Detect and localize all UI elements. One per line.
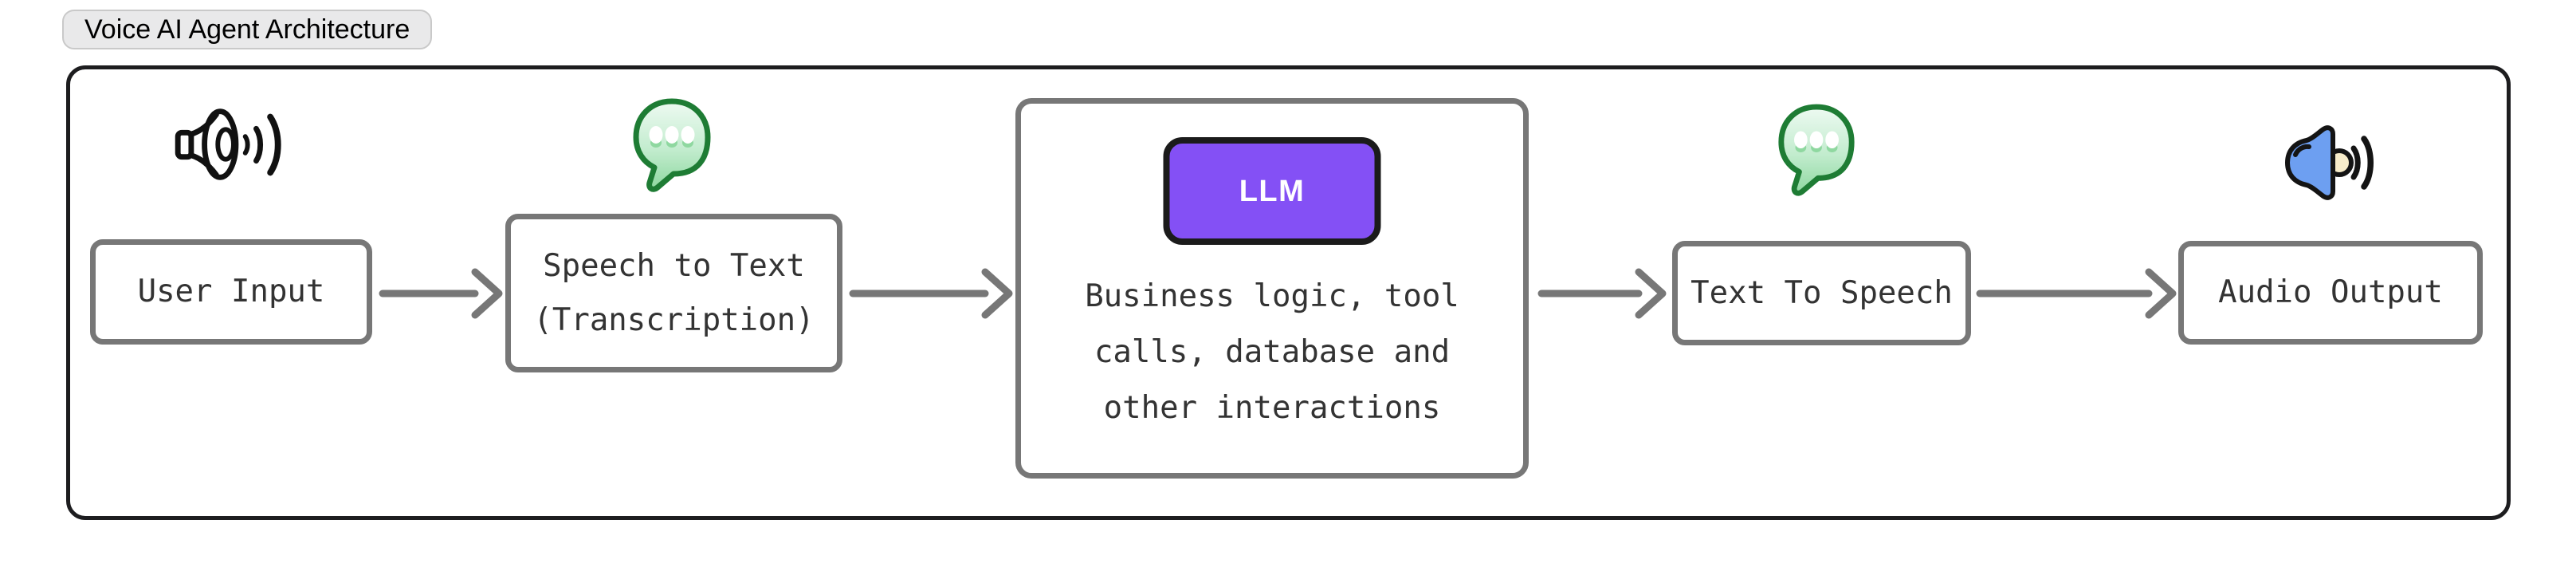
node-label: Audio Output bbox=[2218, 274, 2443, 310]
node-llm-agent[interactable]: LLM Business logic, tool calls, database… bbox=[1015, 98, 1529, 479]
node-audio-output[interactable]: Audio Output bbox=[2178, 241, 2483, 345]
speech-balloon-icon[interactable] bbox=[629, 96, 715, 195]
node-user-input[interactable]: User Input bbox=[90, 239, 372, 345]
node-label: Text To Speech bbox=[1690, 274, 1953, 311]
speaker-blue-icon[interactable] bbox=[2280, 124, 2379, 202]
speaker-doodle-graphic bbox=[175, 108, 281, 180]
node-label: (Transcription) bbox=[533, 301, 815, 338]
speaker-blue-graphic bbox=[2285, 125, 2374, 200]
node-label: calls, database and bbox=[1094, 334, 1451, 370]
flow-arrow-user-to-stt[interactable] bbox=[378, 262, 504, 325]
speech-balloon-icon[interactable] bbox=[1774, 100, 1859, 199]
speech-balloon-graphic bbox=[1778, 104, 1855, 196]
node-speech-to-text[interactable]: Speech to Text (Transcription) bbox=[505, 214, 842, 372]
frame-title-label: Voice AI Agent Architecture bbox=[84, 14, 410, 45]
llm-description: Business logic, tool calls, database and… bbox=[1021, 269, 1523, 436]
node-label: Speech to Text bbox=[543, 247, 805, 284]
node-label: Business logic, tool bbox=[1085, 278, 1459, 314]
flow-arrow-llm-to-tts[interactable] bbox=[1537, 262, 1667, 325]
speech-balloon-graphic bbox=[633, 98, 711, 192]
speaker-doodle-icon[interactable] bbox=[172, 99, 290, 190]
frame-title-badge[interactable]: Voice AI Agent Architecture bbox=[62, 10, 433, 49]
node-label: other interactions bbox=[1103, 390, 1441, 426]
llm-badge[interactable]: LLM bbox=[1163, 137, 1381, 245]
flow-arrow-stt-to-llm[interactable] bbox=[848, 262, 1014, 325]
node-text-to-speech[interactable]: Text To Speech bbox=[1672, 241, 1971, 345]
llm-badge-label: LLM bbox=[1239, 174, 1306, 208]
flow-arrow-tts-to-audio[interactable] bbox=[1975, 262, 2177, 325]
node-label: User Input bbox=[137, 274, 325, 309]
